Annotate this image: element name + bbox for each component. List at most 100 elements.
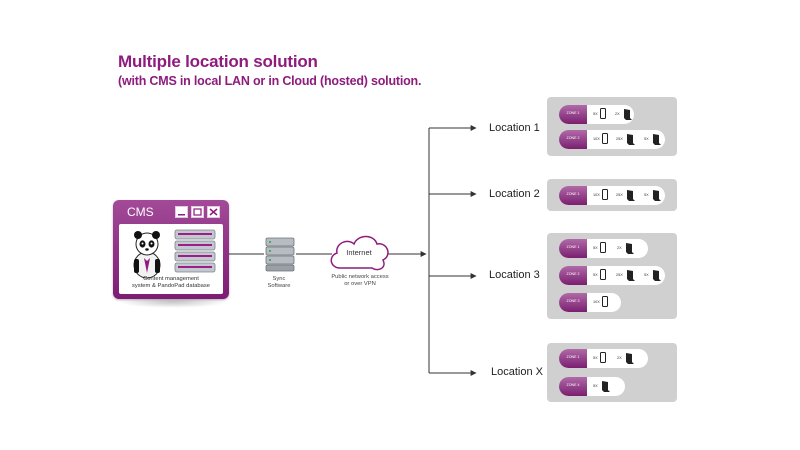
sync-caption-line: Sync: [272, 276, 286, 282]
internet-caption: Public network access or over VPN: [320, 274, 400, 288]
zone-badge: ZONE 1: [559, 349, 587, 368]
cms-body: Content management system & PandoPad dat…: [119, 224, 223, 294]
sync-software-caption: Sync Software: [256, 276, 302, 290]
location-2-panel: ZONE 1 10X 25X 5X: [547, 179, 677, 211]
device: 10X: [593, 133, 617, 146]
zone-badge: ZONE 1: [559, 186, 587, 205]
zone-name: ZONE 1: [566, 245, 580, 249]
location-label-1: Location 1: [489, 122, 540, 134]
zone-row: ZONE 1 5X 2X: [559, 239, 648, 258]
device-count: 5X: [644, 137, 649, 141]
device: 5X: [593, 108, 617, 121]
server-icon: [265, 237, 295, 272]
database-icon: [174, 229, 216, 273]
phone-icon: [600, 269, 606, 280]
device: 5X: [593, 269, 617, 282]
device: 5X: [593, 352, 617, 365]
phone-icon: [602, 189, 608, 200]
device-count: 25X: [616, 137, 623, 141]
cms-title: CMS: [127, 205, 154, 219]
phone-icon: [600, 242, 606, 253]
zone-row: ZONE 2 10X 25X 5X: [559, 130, 665, 149]
device: 5X: [593, 242, 617, 255]
tablet-stand-icon: [627, 270, 635, 281]
diagram-title: Multiple location solution: [118, 52, 318, 71]
zone-row: ZONE 2 5X 25X 5X: [559, 266, 665, 285]
device-count: 2X: [615, 112, 620, 116]
internet-caption-line: or over VPN: [344, 281, 376, 287]
device: 2X: [617, 242, 641, 255]
tablet-stand-icon: [627, 134, 635, 145]
device-count: 10X: [593, 193, 600, 197]
device-count: 2X: [617, 246, 622, 250]
panda-icon: [133, 231, 161, 279]
device: 2X: [617, 352, 641, 365]
tablet-stand-icon: [653, 134, 661, 145]
cms-caption-line: system & PandoPad database: [132, 283, 210, 289]
zone-badge: ZONE 3: [559, 293, 587, 312]
device: 5X: [644, 133, 668, 146]
device: 10X: [593, 296, 617, 309]
device: 2X: [615, 108, 639, 121]
device: 25X: [616, 189, 640, 202]
device: 5X: [644, 189, 668, 202]
location-label-2: Location 2: [489, 188, 540, 200]
zone-name: ZONE 1: [566, 111, 580, 115]
tablet-stand-icon: [624, 109, 632, 120]
device: 10X: [593, 189, 617, 202]
device: 5X: [593, 380, 617, 393]
zone-badge: ZONE 1: [559, 239, 587, 258]
maximize-icon: [191, 206, 204, 218]
zone-row: ZONE 1 10X 25X 5X: [559, 186, 665, 205]
device-count: 10X: [593, 300, 600, 304]
zone-name: ZONE 4: [566, 383, 580, 387]
device-count: 5X: [593, 273, 598, 277]
zone-name: ZONE 3: [566, 299, 580, 303]
zone-name: ZONE 1: [566, 355, 580, 359]
cms-window: CMS: [113, 200, 229, 299]
zone-badge: ZONE 2: [559, 130, 587, 149]
phone-icon: [600, 108, 606, 119]
zone-badge: ZONE 4: [559, 377, 587, 396]
tablet-stand-icon: [626, 353, 634, 364]
location-label-3: Location 3: [489, 269, 540, 281]
phone-icon: [600, 352, 606, 363]
device-count: 5X: [593, 112, 598, 116]
zone-name: ZONE 1: [566, 192, 580, 196]
device-count: 5X: [644, 273, 649, 277]
zone-name: ZONE 2: [566, 136, 580, 140]
zone-row: ZONE 1 5X 2X: [559, 105, 634, 124]
tablet-stand-icon: [627, 190, 635, 201]
device-count: 25X: [616, 273, 623, 277]
diagram-header: Multiple location solution (with CMS in …: [118, 52, 421, 88]
cms-window-shadow: [118, 296, 228, 308]
cms-caption-line: Content management: [143, 276, 199, 282]
zone-row: ZONE 4 5X: [559, 377, 625, 396]
sync-caption-line: Software: [267, 283, 291, 289]
cms-caption: Content management system & PandoPad dat…: [119, 276, 223, 290]
device: 25X: [616, 269, 640, 282]
close-icon: [207, 206, 220, 218]
phone-icon: [602, 296, 608, 307]
zone-name: ZONE 2: [566, 272, 580, 276]
device-count: 5X: [644, 193, 649, 197]
zone-badge: ZONE 2: [559, 266, 587, 285]
device: 5X: [644, 269, 668, 282]
phone-icon: [602, 133, 608, 144]
device-count: 5X: [593, 356, 598, 360]
zone-row: ZONE 1 5X 2X: [559, 349, 648, 368]
location-3-panel: ZONE 1 5X 2X ZONE 2 5X 25X 5X ZONE 3 10X: [547, 233, 677, 319]
zone-row: ZONE 3 10X: [559, 293, 621, 312]
device: 25X: [616, 133, 640, 146]
device-count: 2X: [617, 356, 622, 360]
tablet-stand-icon: [602, 381, 610, 392]
diagram-subtitle: (with CMS in local LAN or in Cloud (host…: [118, 74, 422, 88]
minimize-icon: [175, 206, 188, 218]
cloud-icon: [330, 235, 389, 271]
device-count: 5X: [593, 384, 598, 388]
location-label-x: Location X: [491, 366, 543, 378]
location-1-panel: ZONE 1 5X 2X ZONE 2 10X 25X 5X: [547, 97, 677, 156]
zone-badge: ZONE 1: [559, 105, 587, 124]
device-count: 10X: [593, 137, 600, 141]
